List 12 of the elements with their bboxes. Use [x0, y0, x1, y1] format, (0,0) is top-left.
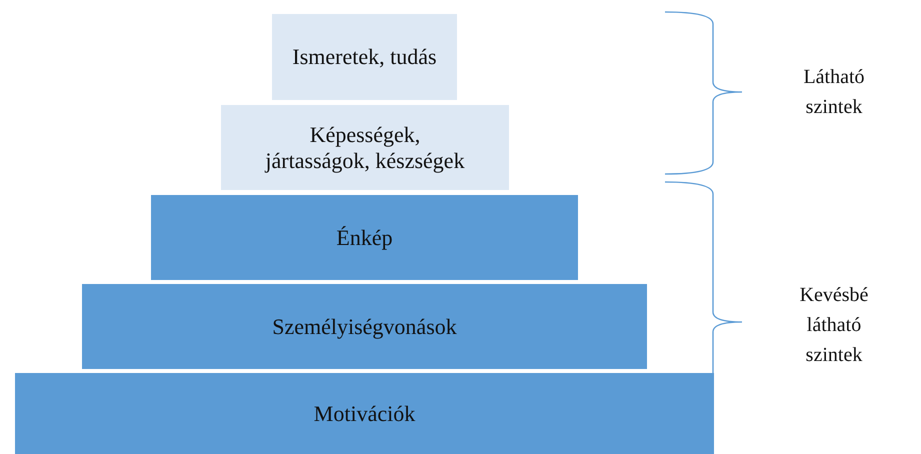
level-box: [272, 14, 457, 100]
level-box: [82, 284, 647, 369]
level-label: Énkép: [336, 224, 393, 250]
level-label: Motivációk: [314, 400, 416, 426]
level-box: [221, 105, 509, 190]
level-box: [15, 373, 714, 454]
level-group-label: Kevésbé látható szintek: [798, 283, 870, 368]
level-label: Személyiségvonások: [272, 314, 457, 340]
level-label: Ismeretek, tudás: [292, 44, 437, 70]
level-label: Képességek, jártasságok, készségek: [265, 122, 465, 173]
level-box: [151, 195, 578, 280]
level-group-label: Látható szintek: [802, 65, 866, 120]
